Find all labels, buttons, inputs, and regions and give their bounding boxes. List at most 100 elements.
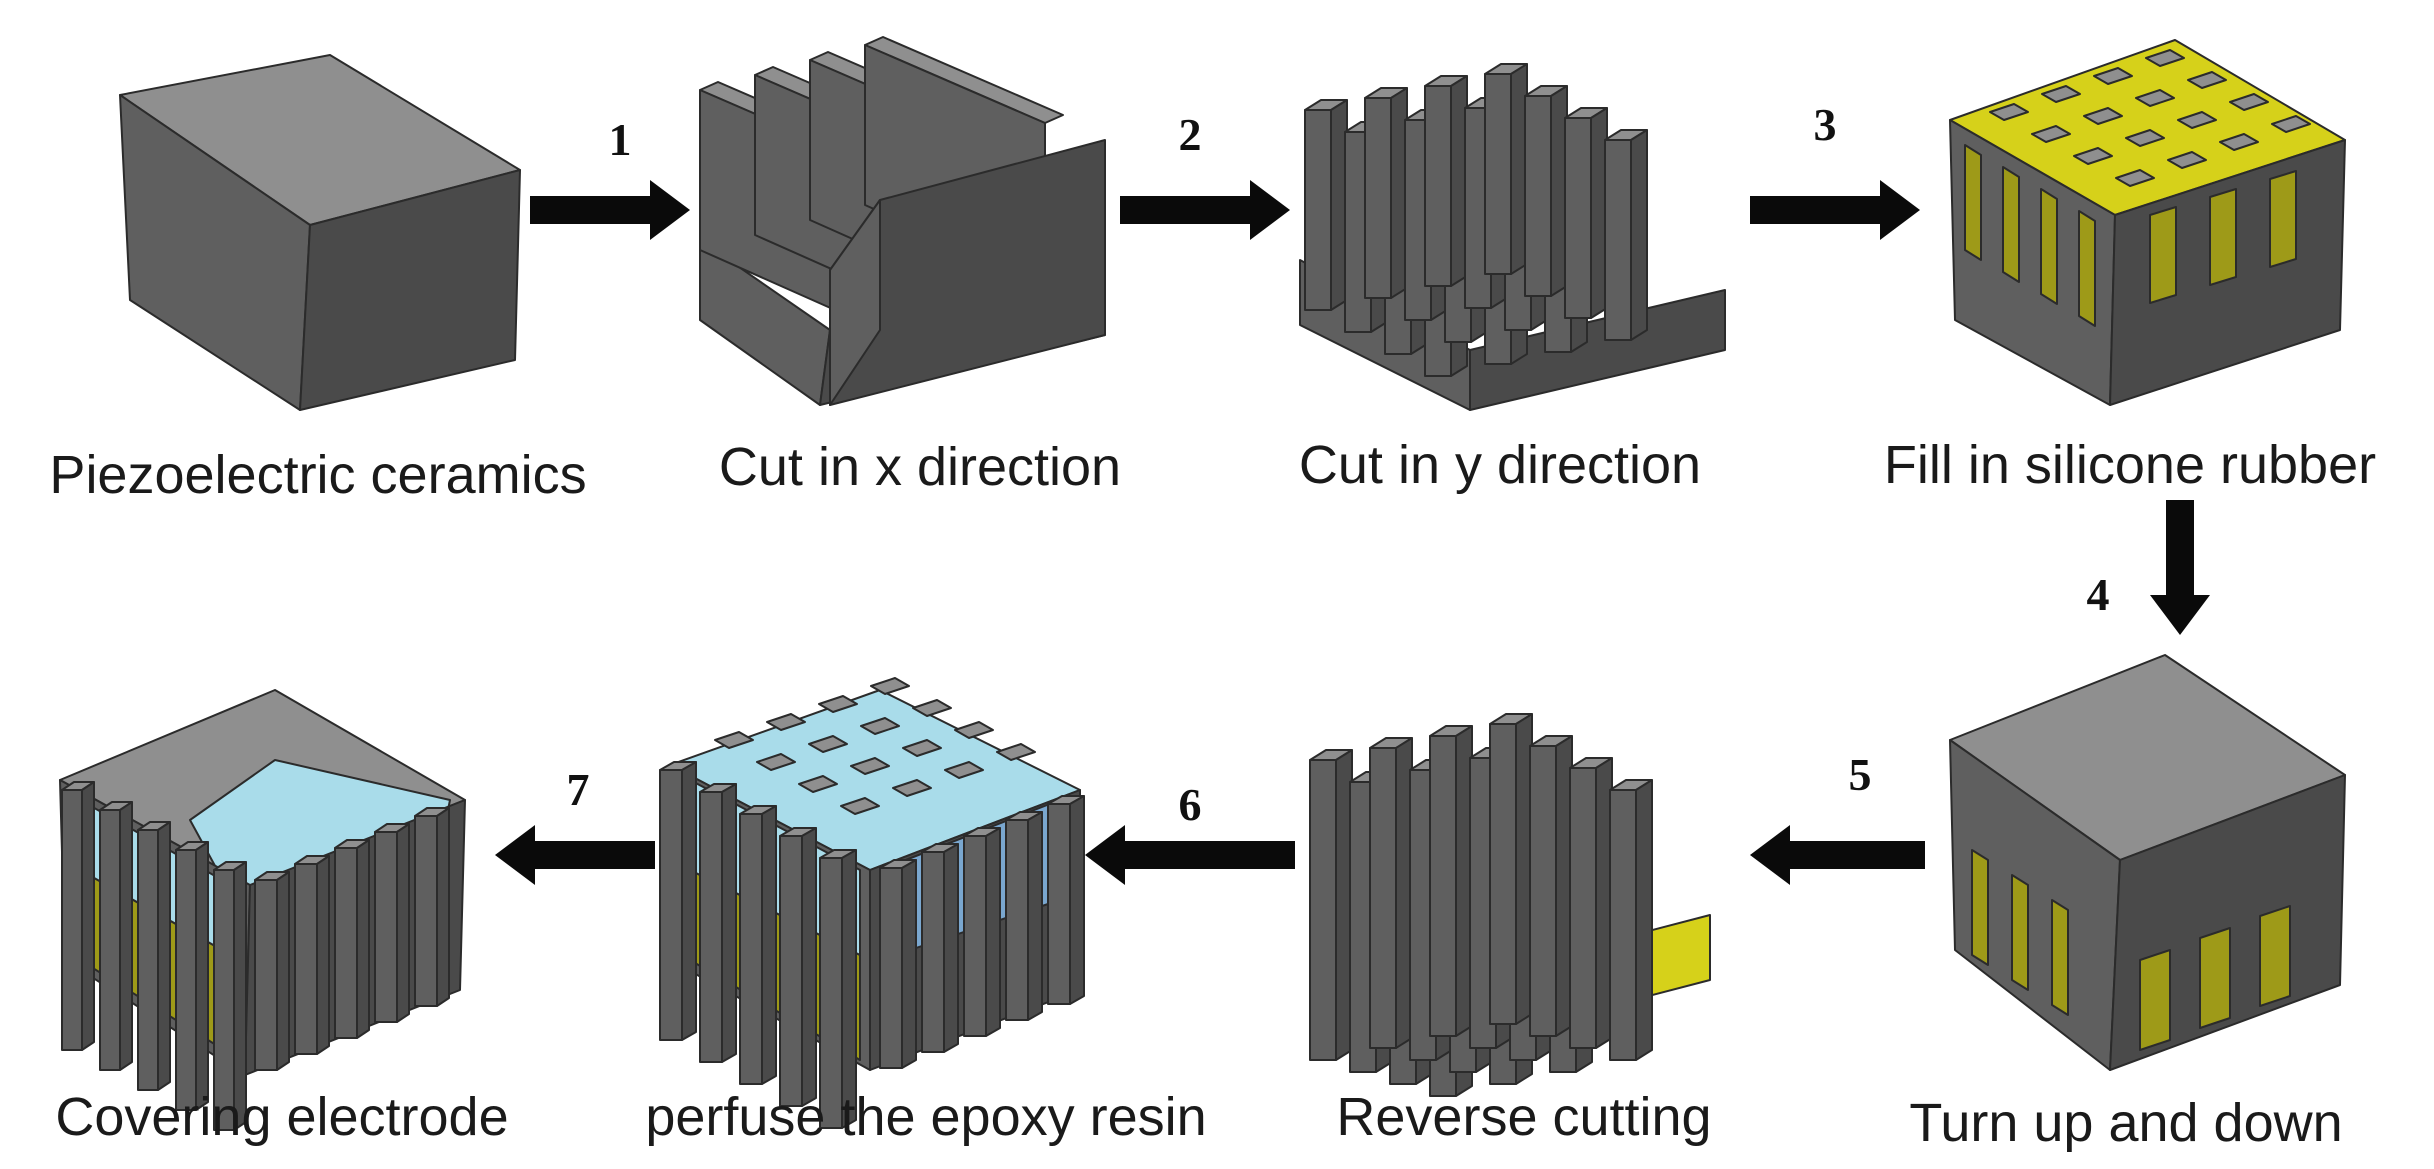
arrow-step-1 <box>530 180 690 240</box>
pillar-side <box>761 805 777 1085</box>
pillar-side <box>276 871 290 1071</box>
pillar-head <box>954 721 994 739</box>
pillar-side <box>1027 811 1043 1021</box>
pillar-front <box>699 791 723 1063</box>
arrow-step-4 <box>2150 500 2210 635</box>
silicone-strip <box>2209 188 2237 286</box>
pillar-front <box>99 809 121 1071</box>
block-epoxy <box>659 677 1085 1129</box>
silicone-strip <box>2051 899 2069 1016</box>
pillar-front <box>921 851 945 1053</box>
caption-piezoelectric-ceramics: Piezoelectric ceramics <box>49 445 587 505</box>
pillar-head <box>850 757 890 775</box>
silicone-strip <box>1971 849 1989 966</box>
arrow-step-3-shaft <box>1750 196 1880 224</box>
block-silicone-filled <box>1949 39 2346 406</box>
pillar-front <box>137 829 159 1091</box>
arrow-step-2 <box>1120 180 1290 240</box>
pillar-side <box>233 861 247 1131</box>
silicone-strip <box>1964 144 1982 261</box>
step-number-3: 3 <box>1814 99 1837 150</box>
step-number-4: 4 <box>2087 569 2110 620</box>
arrow-step-7-shaft <box>535 841 655 869</box>
pillar-front <box>1304 109 1332 311</box>
step-number-7: 7 <box>567 764 590 815</box>
pillar-side <box>119 801 133 1071</box>
silicone-strip <box>2011 874 2029 991</box>
pillar-side <box>436 807 450 1007</box>
pillar-head <box>2145 49 2185 67</box>
block-reverse-cut <box>1309 713 1711 1097</box>
pillar-front <box>374 831 398 1023</box>
block-right <box>299 169 521 411</box>
pillar-front <box>1529 745 1557 1037</box>
silicone-strip <box>2259 905 2291 1007</box>
arrow-step-1-head <box>650 180 690 240</box>
pillar-front <box>1609 789 1637 1061</box>
pillar-head <box>2115 169 2155 187</box>
arrow-step-7 <box>495 825 655 885</box>
pillar-front <box>414 815 438 1007</box>
pillar-head <box>840 797 880 815</box>
caption-covering-electrode: Covering electrode <box>55 1087 509 1147</box>
pillar-front <box>294 863 318 1055</box>
pillar-head <box>2073 147 2113 165</box>
pillar-side <box>396 823 410 1023</box>
pillar-front <box>739 813 763 1085</box>
block-electrode <box>59 689 466 1131</box>
pillar-front <box>1424 85 1452 287</box>
pillar-front <box>1564 117 1592 319</box>
caption-reverse-cutting: Reverse cutting <box>1336 1087 1712 1147</box>
pillar-head <box>2271 115 2311 133</box>
pillar-head <box>2031 125 2071 143</box>
pillar-side <box>1069 795 1085 1005</box>
caption-perfuse-epoxy: perfuse the epoxy resin <box>645 1087 1207 1147</box>
pillar-head <box>2229 93 2269 111</box>
pillar-head <box>860 717 900 735</box>
pillar-side <box>721 783 737 1063</box>
pillar-front <box>779 835 803 1107</box>
caption-turn-up-down: Turn up and down <box>1909 1093 2343 1153</box>
pillar-front <box>659 769 683 1041</box>
pillar-head <box>766 713 806 731</box>
arrow-step-6 <box>1085 825 1295 885</box>
pillar-front <box>1364 97 1392 299</box>
pillar-side <box>316 855 330 1055</box>
pillar-front <box>61 789 83 1051</box>
pillar-front <box>1484 73 1512 275</box>
caption-cut-x: Cut in x direction <box>718 437 1122 497</box>
arrow-step-5 <box>1750 825 1925 885</box>
arrow-step-4-head <box>2150 595 2210 635</box>
step-number-2: 2 <box>1179 109 1202 160</box>
arrow-step-3-head <box>1880 180 1920 240</box>
pillar-side <box>841 849 857 1129</box>
pillar-side <box>801 827 817 1107</box>
arrow-step-6-shaft <box>1125 841 1295 869</box>
pillar-side <box>356 839 370 1039</box>
pillar-head <box>996 743 1036 761</box>
silicone-strip <box>2002 166 2020 283</box>
arrow-step-1-shaft <box>530 196 650 224</box>
pillar-side <box>1635 779 1653 1061</box>
arrow-step-5-shaft <box>1790 841 1925 869</box>
pillar-side <box>1630 129 1648 341</box>
arrow-step-2-shaft <box>1120 196 1250 224</box>
pillar-side <box>195 841 209 1111</box>
silicone-strip <box>2139 949 2171 1051</box>
silicone-strip <box>2040 188 2058 305</box>
pillar-head <box>892 779 932 797</box>
pillar-front <box>879 867 903 1069</box>
arrow-step-7-head <box>495 825 535 885</box>
pillar-head <box>2187 71 2227 89</box>
pillar-head <box>2167 151 2207 169</box>
pillar-side <box>901 859 917 1069</box>
silicone-strip <box>2078 210 2096 327</box>
step-number-1: 1 <box>609 114 632 165</box>
pillar-head <box>1989 103 2029 121</box>
pillar-head <box>818 695 858 713</box>
pillar-front <box>1604 139 1632 341</box>
silicone-strip <box>2269 170 2297 268</box>
step-number-5: 5 <box>1849 749 1872 800</box>
